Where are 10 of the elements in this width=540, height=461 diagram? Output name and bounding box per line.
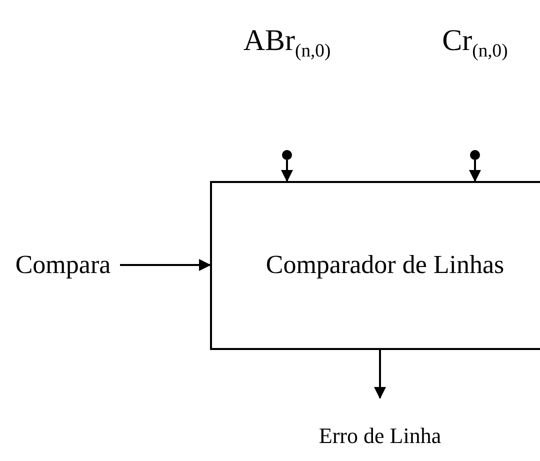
arrow (374, 350, 386, 399)
signal-label: ABr$_{(n,0)}$ (243, 24, 331, 62)
box-label: Comparador de Linhas (266, 251, 504, 280)
arrow (469, 160, 481, 182)
arrow (120, 259, 211, 271)
signal-label: Erro de Linha (318, 424, 442, 448)
arrow (281, 160, 293, 182)
signal-label: Compara (15, 250, 111, 280)
signal-label: Cr$_{(n,0)}$ (442, 24, 508, 62)
process-box (210, 181, 540, 350)
